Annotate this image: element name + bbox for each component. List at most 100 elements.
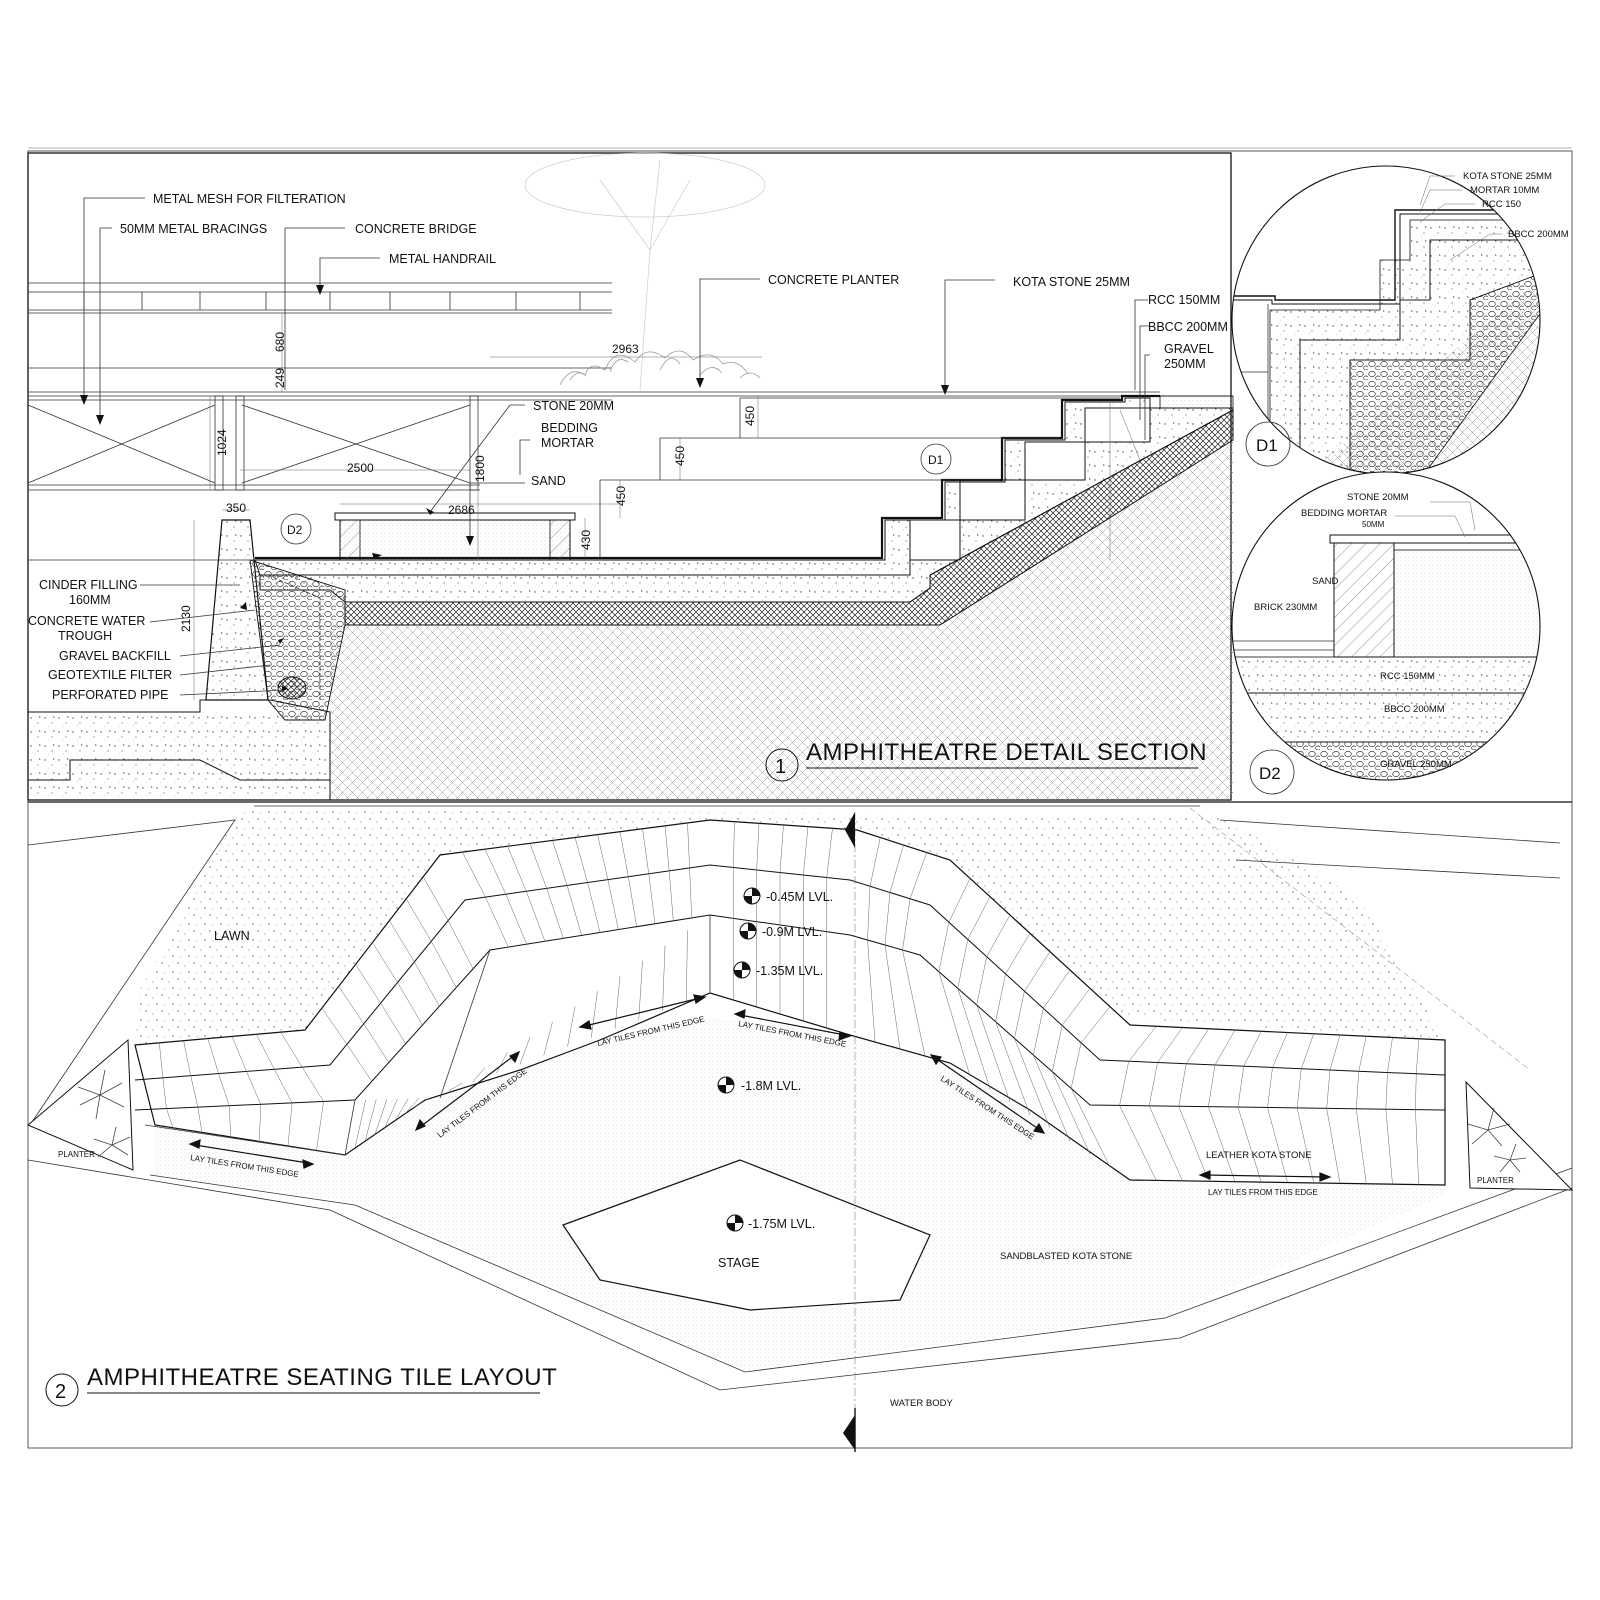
- water-trough: [28, 519, 346, 800]
- callout-d1: D1: [928, 453, 944, 467]
- tile-joint: [995, 1021, 1031, 1116]
- tile-joint: [902, 898, 911, 951]
- dim-350: 350: [226, 501, 246, 515]
- section-marker-bottom: [843, 1415, 855, 1450]
- tile-joint: [1416, 1038, 1419, 1074]
- section-marker-top: [845, 812, 855, 848]
- tile-joint: [1237, 1107, 1262, 1183]
- amphitheatre-detail-section: METAL MESH FOR FILTERATION 50MM METAL BR…: [27, 152, 1234, 800]
- tile-joint: [1301, 1033, 1314, 1069]
- plan-label-sandblasted: SANDBLASTED KOTA STONE: [1000, 1251, 1132, 1262]
- dimension-texts: 680 249 2963 1024 2500 1800 2686 350 213…: [179, 332, 757, 632]
- bridge-handrail: [27, 282, 1160, 491]
- leader-arrows: [80, 285, 949, 692]
- tile-joint: [587, 882, 601, 933]
- tile-joint: [529, 843, 547, 889]
- tile-joint: [662, 945, 666, 1011]
- tile-joint: [869, 837, 881, 887]
- tile-joint: [1119, 1061, 1129, 1106]
- level-marker-09: -0.9M LVL.: [739, 922, 822, 940]
- section-title-block: 1 AMPHITHEATRE DETAIL SECTION: [765, 739, 1207, 782]
- tile-joint: [664, 825, 670, 871]
- d2-label-bbcc: BBCC 200MM: [1384, 704, 1445, 715]
- tile-joint: [884, 944, 901, 1050]
- tile-joint: [1358, 1036, 1367, 1072]
- tile-joint: [159, 1042, 164, 1078]
- tile-joint: [756, 823, 760, 871]
- tile-joint: [1186, 1028, 1209, 1064]
- section-title: AMPHITHEATRE DETAIL SECTION: [806, 739, 1207, 766]
- tile-joint: [364, 1099, 377, 1142]
- tile-joint: [938, 922, 950, 972]
- d2-tag: D2: [1259, 764, 1281, 783]
- tile-joint: [567, 1006, 576, 1047]
- tile-joint: [967, 896, 991, 940]
- tile-joint: [986, 914, 1011, 957]
- tile-joint: [902, 949, 926, 1057]
- level-marker-175: -1.75M LVL.: [726, 1214, 815, 1232]
- dim-430: 430: [579, 530, 593, 550]
- d2-boundary: [1231, 471, 1541, 781]
- tile-joint: [1356, 1071, 1359, 1109]
- planter-plants: [559, 350, 761, 386]
- tile-joint: [867, 939, 876, 1043]
- tile-joint: [259, 1104, 261, 1143]
- d1-label-mortar: MORTAR 10MM: [1470, 185, 1539, 196]
- tile-joint: [607, 879, 619, 930]
- tile-joint: [1326, 1069, 1331, 1109]
- tile-joint: [1415, 1073, 1417, 1110]
- tile-joint: [543, 1021, 553, 1056]
- label-gravel-backfill: GRAVEL BACKFILL: [59, 649, 171, 663]
- label-sand: SAND: [531, 474, 566, 488]
- tile-joint: [374, 1099, 388, 1135]
- label-bedding-1: BEDDING: [541, 421, 598, 435]
- tile-joint: [422, 876, 449, 921]
- tile-joint: [648, 873, 656, 924]
- label-concrete-bridge: CONCRETE BRIDGE: [355, 222, 477, 236]
- dim-249: 249: [273, 368, 287, 388]
- tile-joint: [1051, 1071, 1091, 1155]
- tile-joint: [909, 852, 927, 899]
- planter-right: PLANTER: [1465, 1080, 1574, 1191]
- tile-joint: [1119, 1105, 1157, 1181]
- tile-joint: [976, 1004, 1011, 1103]
- tile-joint: [162, 1077, 167, 1109]
- tile-joint: [448, 1082, 463, 1092]
- dim-450-c: 450: [614, 486, 628, 506]
- plan-title-block: 2 AMPHITHEATRE SEATING TILE LAYOUT: [45, 1364, 557, 1407]
- tile-joint: [380, 1002, 406, 1044]
- d2-label-bedding-2: 50MM: [1362, 520, 1385, 529]
- tile-joint: [1070, 1088, 1111, 1168]
- label-cinder-2: 160MM: [69, 593, 111, 607]
- tile-joint: [372, 942, 398, 983]
- d2-label-brick: BRICK 230MM: [1254, 602, 1317, 613]
- tile-joint: [1062, 988, 1091, 1026]
- tile-joint: [384, 1098, 398, 1128]
- tile-joint: [1237, 1066, 1244, 1108]
- svg-text:-0.45M LVL.: -0.45M LVL.: [766, 890, 833, 904]
- label-concrete-planter: CONCRETE PLANTER: [768, 273, 899, 287]
- d1-tag: D1: [1256, 436, 1278, 455]
- tile-joint: [1157, 1027, 1183, 1063]
- tile-joint: [1014, 991, 1025, 1039]
- planter-left-label: PLANTER: [58, 1150, 95, 1159]
- tile-joint: [1080, 1006, 1111, 1043]
- label-bbcc: BBCC 200MM: [1148, 320, 1228, 334]
- plan-number: 2: [55, 1381, 66, 1403]
- tile-joint: [1148, 1105, 1183, 1181]
- svg-text:LAY TILES FROM THIS EDGE: LAY TILES FROM THIS EDGE: [1208, 1188, 1318, 1197]
- tile-joint: [1214, 1029, 1236, 1066]
- callout-d2: D2: [287, 523, 303, 537]
- tile-joint: [485, 896, 509, 948]
- plan-number-circle: [45, 1373, 79, 1407]
- d2-tag-circle: [1249, 749, 1295, 795]
- label-kota-stone: KOTA STONE 25MM: [1013, 275, 1130, 289]
- tile-joint: [687, 822, 690, 868]
- tile-joint: [389, 920, 415, 963]
- tile-joint: [354, 1099, 366, 1149]
- tile-joint: [566, 885, 582, 936]
- label-metal-bracings: 50MM METAL BRACINGS: [120, 222, 267, 236]
- tile-joint: [462, 851, 486, 898]
- tile-joint: [574, 837, 588, 883]
- level-marker-135: -1.35M LVL.: [733, 961, 823, 979]
